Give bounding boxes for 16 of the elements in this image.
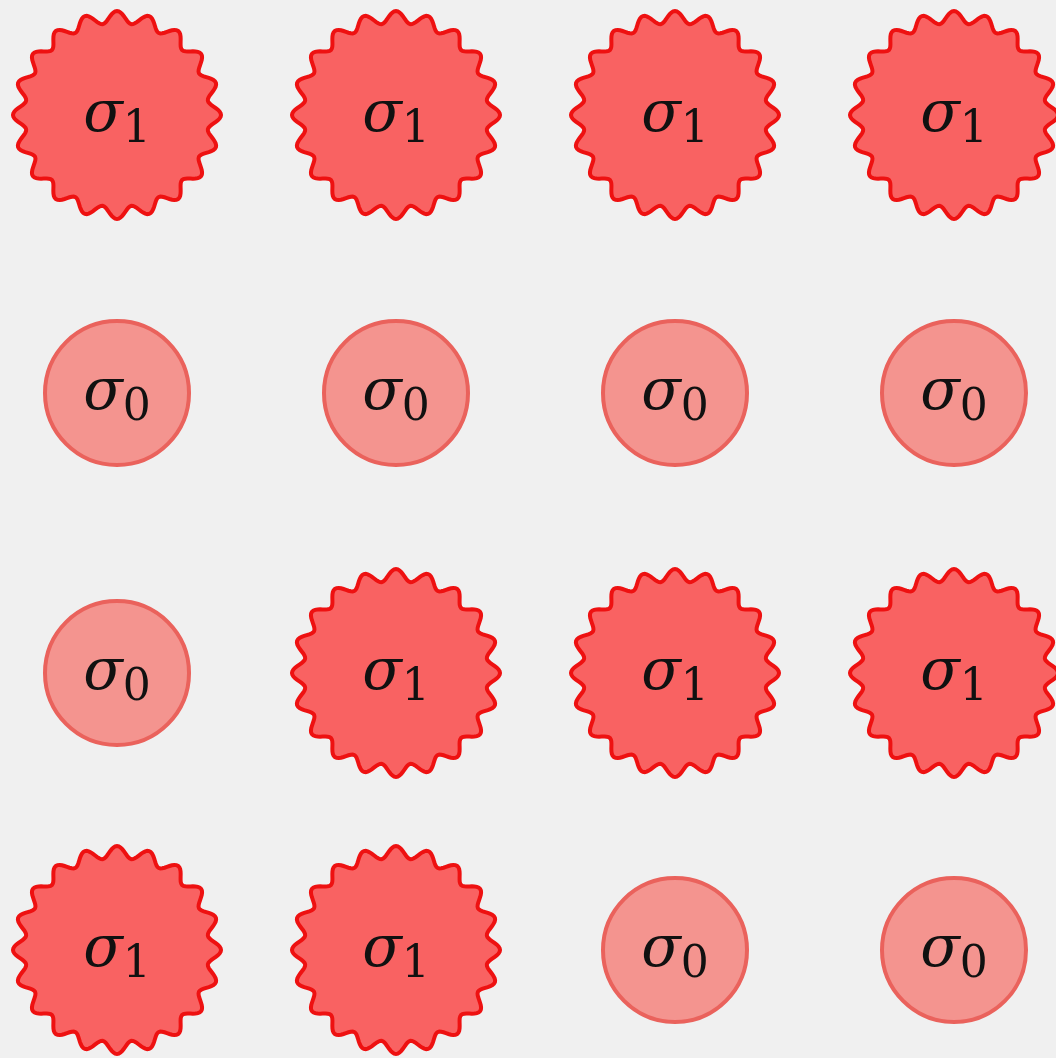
math-symbol: σ$_{0}$ (83, 639, 151, 707)
math-symbol: σ$_{1}$ (920, 81, 988, 149)
math-symbol: σ$_{1}$ (83, 81, 151, 149)
math-symbol: σ$_{1}$ (641, 81, 709, 149)
math-symbol: σ$_{0}$ (641, 359, 709, 427)
math-symbol: σ$_{0}$ (920, 359, 988, 427)
math-symbol: σ$_{1}$ (641, 639, 709, 707)
math-symbol: σ$_{0}$ (83, 359, 151, 427)
math-symbol: σ$_{1}$ (362, 81, 430, 149)
math-symbol: σ$_{0}$ (362, 359, 430, 427)
math-symbol: σ$_{0}$ (920, 916, 988, 984)
math-symbol: σ$_{1}$ (362, 916, 430, 984)
math-symbol: σ$_{1}$ (83, 916, 151, 984)
math-symbol: σ$_{0}$ (641, 916, 709, 984)
math-symbol: σ$_{1}$ (920, 639, 988, 707)
math-symbol: σ$_{1}$ (362, 639, 430, 707)
